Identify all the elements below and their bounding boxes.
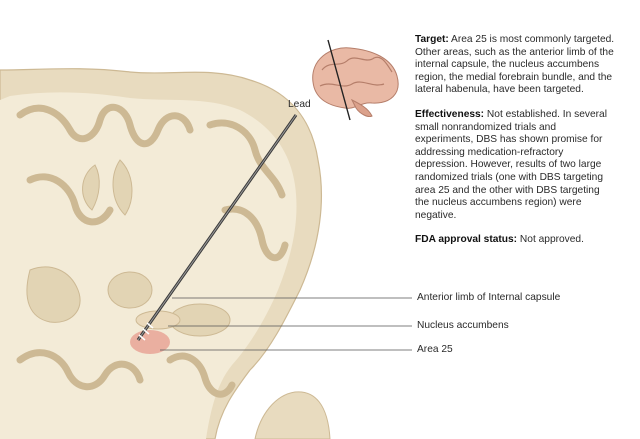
brain-inset-icon [312, 39, 399, 121]
dbs-lead [136, 114, 298, 341]
callout-internal-capsule: Anterior limb of Internal capsule [417, 292, 561, 303]
target-heading: Target: [415, 34, 449, 45]
fda-text: Not approved. [517, 234, 584, 246]
callout-area-25: Area 25 [417, 344, 453, 355]
info-panel: Target: Area 25 is most commonly targete… [415, 34, 615, 259]
effectiveness-heading: Effectiveness: [415, 108, 485, 120]
effectiveness-text: Not established. In several small nonran… [415, 108, 607, 221]
coronal-brain-slice [0, 68, 331, 439]
lead-label: Lead [288, 99, 311, 110]
fda-heading: FDA approval status: [415, 234, 518, 246]
target-text: Area 25 is most commonly targeted. Other… [415, 34, 615, 96]
effectiveness-paragraph: Effectiveness: Not established. In sever… [415, 109, 615, 222]
fda-paragraph: FDA approval status: Not approved. [415, 234, 615, 247]
target-paragraph: Target: Area 25 is most commonly targete… [415, 34, 615, 97]
callout-nucleus-accumbens: Nucleus accumbens [417, 320, 509, 331]
